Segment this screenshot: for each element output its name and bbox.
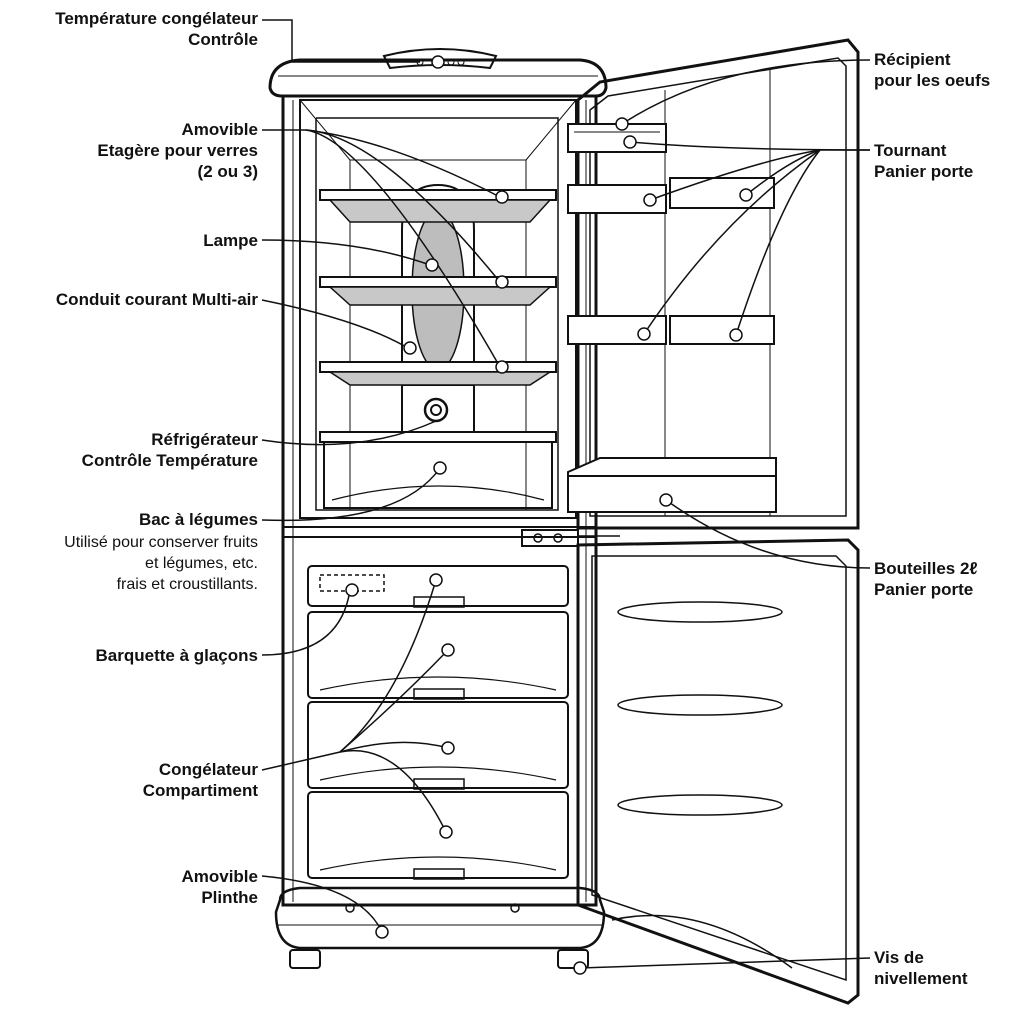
label-line: Vis de [874, 948, 924, 967]
label-line: Panier porte [874, 580, 974, 599]
leader-lines [261, 19, 871, 969]
label-line: et légumes, etc. [145, 555, 258, 572]
label-tournant: Tournant Panier porte [874, 140, 973, 182]
callout-circles [345, 55, 753, 975]
label-line: Amovible [181, 120, 258, 139]
label-line: Amovible [181, 867, 258, 886]
label-line: Réfrigérateur [151, 430, 258, 449]
label-congelateur: Congélateur Compartiment [143, 759, 258, 801]
label-plinthe: Amovible Plinthe [181, 866, 258, 908]
label-line: Bac à légumes [138, 510, 258, 529]
door-bins [567, 123, 777, 513]
fridge-door [576, 38, 860, 530]
label-line: Température congélateur [55, 9, 258, 28]
label-bac-legumes: Bac à légumes [139, 509, 258, 530]
label-line: Bouteilles 2ℓ [874, 559, 978, 578]
label-bac-note: Utilisé pour conserver fruits et légumes… [64, 532, 258, 595]
label-barquette: Barquette à glaçons [96, 645, 259, 666]
label-line: Contrôle Température [81, 451, 258, 470]
label-line: Compartiment [142, 781, 258, 800]
label-line: nivellement [874, 969, 968, 988]
label-line: (2 ou 3) [197, 162, 258, 181]
label-line: Etagère pour verres [97, 141, 258, 160]
label-conduit: Conduit courant Multi-air [56, 289, 258, 310]
label-line: Panier porte [874, 162, 974, 181]
label-line: Barquette à glaçons [95, 646, 259, 665]
label-line: Plinthe [201, 888, 258, 907]
label-amovible-etagere: Amovible Etagère pour verres (2 ou 3) [97, 119, 258, 182]
fridge-interior [299, 99, 577, 519]
label-recipient: Récipient pour les oeufs [874, 49, 990, 91]
label-line: Congélateur [158, 760, 258, 779]
label-vis: Vis de nivellement [874, 947, 968, 989]
label-refrigerateur: Réfrigérateur Contrôle Température [82, 429, 258, 471]
label-bouteilles: Bouteilles 2ℓ Panier porte [874, 558, 978, 600]
label-line: frais et croustillants. [116, 576, 258, 593]
label-line: Lampe [203, 231, 258, 250]
label-lampe: Lampe [203, 230, 258, 251]
label-line: Utilisé pour conserver fruits [64, 534, 258, 551]
label-line: pour les oeufs [874, 71, 991, 90]
label-line: Récipient [874, 50, 951, 69]
label-temp-congelateur: Température congélateur Contrôle [55, 8, 258, 50]
plinth-and-feet [274, 886, 606, 969]
crisper-drawer [319, 431, 557, 509]
label-line: Contrôle [188, 30, 258, 49]
fridge-thermostat-knob [423, 397, 449, 423]
label-line: Conduit courant Multi-air [55, 290, 258, 309]
freezer-door [576, 538, 860, 1005]
freezer-drawers [307, 565, 569, 880]
label-line: Tournant [874, 141, 947, 160]
